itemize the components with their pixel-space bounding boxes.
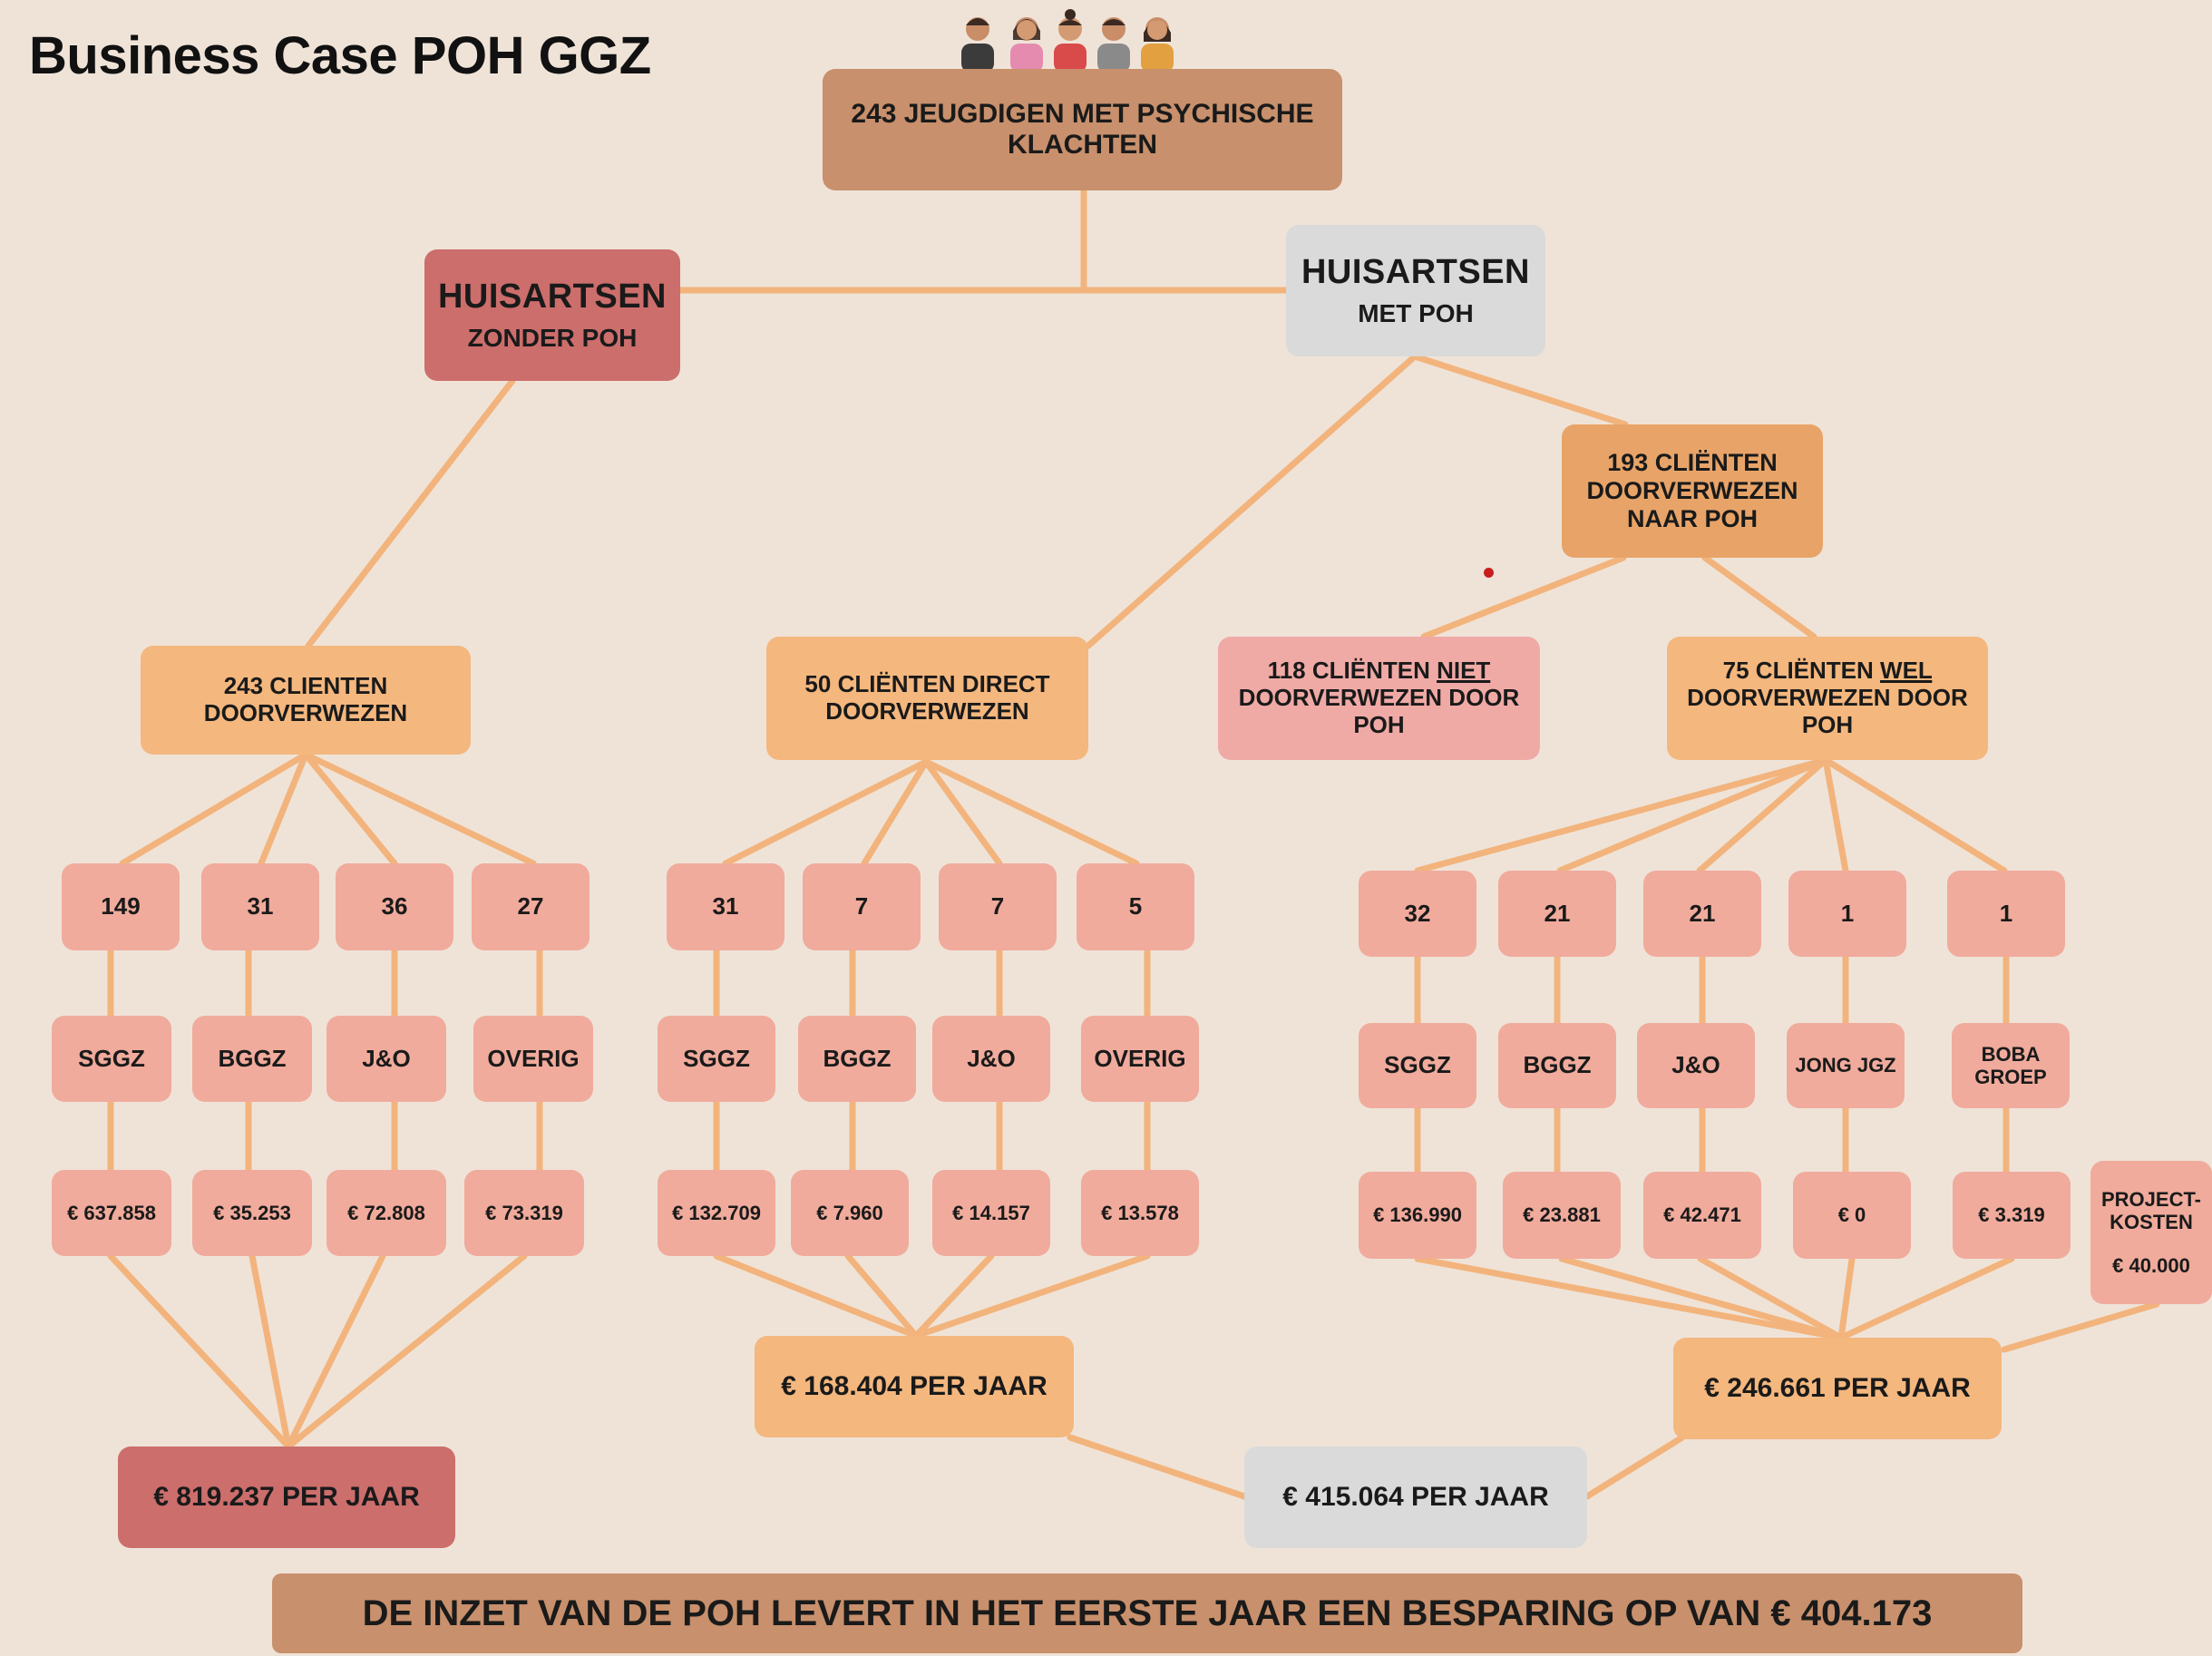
mid-cost-1: € 132.709 [658,1170,775,1256]
left-cost-1: € 637.858 [52,1170,171,1256]
left-count-2: 31 [201,863,319,950]
right-count-3: 21 [1643,871,1761,957]
left-label-1: SGGZ [52,1016,171,1102]
node-wel-doorverwezen: 75 CLIËNTEN WEL DOORVERWEZEN DOOR POH [1667,637,1988,760]
right-cost-3: € 42.471 [1643,1172,1761,1259]
left-count-3: 36 [336,863,453,950]
node-huisartsen-zonder-poh: HUISARTSEN ZONDER POH [424,249,680,381]
zonder-sub: ZONDER POH [467,324,638,353]
total-met-poh: € 415.064 PER JAAR [1244,1447,1587,1548]
right-count-1: 32 [1359,871,1476,957]
right-label-2: BGGZ [1498,1023,1616,1108]
left-label-3: J&O [326,1016,446,1102]
project-cost: € 40.000 [2112,1253,2190,1277]
met-title: HUISARTSEN [1301,252,1531,291]
right-cost-5: € 3.319 [1953,1172,2071,1259]
right-label-3: J&O [1637,1023,1755,1108]
mid-count-3: 7 [939,863,1057,950]
total-mid: € 168.404 PER JAAR [755,1336,1074,1437]
right-cost-2: € 23.881 [1503,1172,1621,1259]
left-cost-2: € 35.253 [192,1170,312,1256]
left-count-1: 149 [62,863,180,950]
left-cost-3: € 72.808 [326,1170,446,1256]
mid-cost-2: € 7.960 [791,1170,909,1256]
right-label-1: SGGZ [1359,1023,1476,1108]
people-illustration-icon [961,9,1174,73]
node-huisartsen-met-poh: HUISARTSEN MET POH [1286,225,1545,356]
mid-label-4: OVERIG [1081,1016,1199,1102]
left-cost-4: € 73.319 [464,1170,584,1256]
total-right: € 246.661 PER JAAR [1673,1338,2002,1439]
mid-count-4: 5 [1077,863,1194,950]
node-project-kosten: PROJECT-KOSTEN € 40.000 [2090,1161,2212,1304]
mid-label-2: BGGZ [798,1016,916,1102]
mid-cost-4: € 13.578 [1081,1170,1199,1256]
node-left-referred: 243 CLIENTEN DOORVERWEZEN [141,646,471,755]
node-naar-poh: 193 CLIËNTEN DOORVERWEZEN NAAR POH [1562,424,1823,558]
right-label-5: BOBA GROEP [1952,1023,2070,1108]
right-count-5: 1 [1947,871,2065,957]
mid-label-1: SGGZ [658,1016,775,1102]
red-dot-marker [1484,568,1494,578]
zonder-title: HUISARTSEN [437,277,667,316]
left-count-4: 27 [472,863,590,950]
right-cost-1: € 136.990 [1359,1172,1476,1259]
node-niet-doorverwezen: 118 CLIËNTEN NIET DOORVERWEZEN DOOR POH [1218,637,1540,760]
left-label-4: OVERIG [473,1016,593,1102]
right-count-2: 21 [1498,871,1616,957]
project-label: PROJECT-KOSTEN [2100,1188,2202,1234]
mid-cost-3: € 14.157 [932,1170,1050,1256]
node-mid-referred: 50 CLIËNTEN DIRECT DOORVERWEZEN [766,637,1088,760]
mid-count-1: 31 [667,863,784,950]
right-label-4: JONG JGZ [1787,1023,1905,1108]
conclusion-banner: DE INZET VAN DE POH LEVERT IN HET EERSTE… [272,1573,2022,1653]
right-cost-4: € 0 [1793,1172,1911,1259]
right-count-4: 1 [1788,871,1906,957]
left-label-2: BGGZ [192,1016,312,1102]
mid-label-3: J&O [932,1016,1050,1102]
total-zonder-poh: € 819.237 PER JAAR [118,1447,455,1548]
mid-count-2: 7 [803,863,921,950]
page-title: Business Case POH GGZ [29,26,651,85]
node-jeugdigen: 243 JEUGDIGEN MET PSYCHISCHE KLACHTEN [823,69,1342,190]
met-sub: MET POH [1358,299,1474,328]
